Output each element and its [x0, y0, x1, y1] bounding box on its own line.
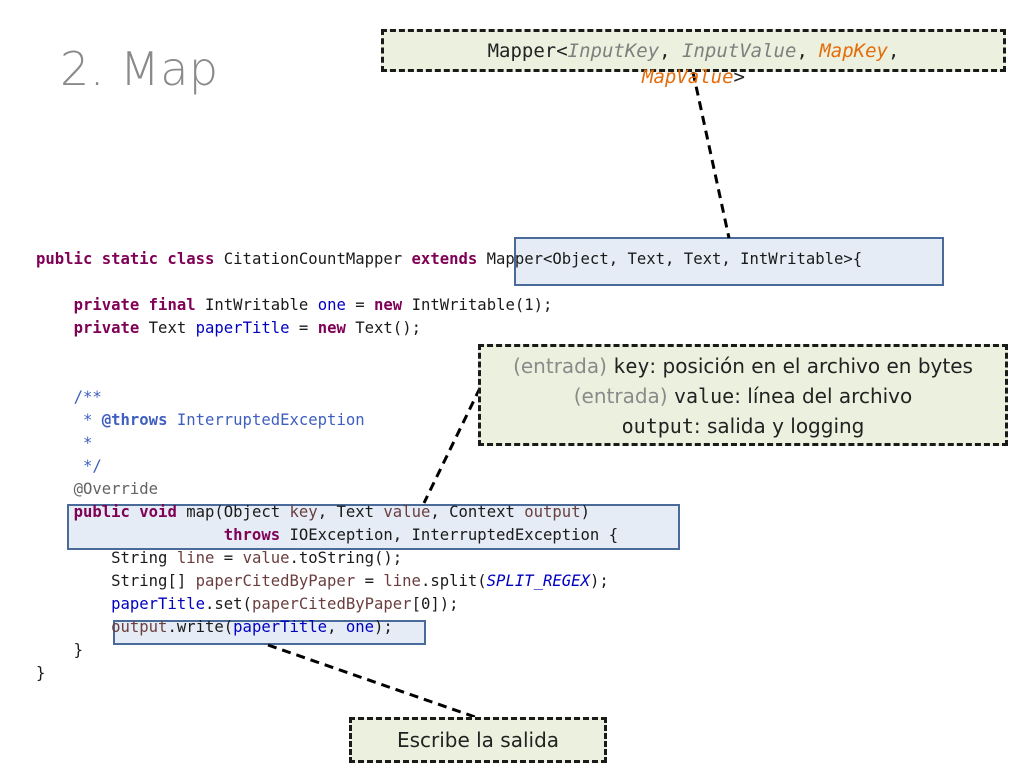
map-signature-highlight [67, 504, 680, 550]
code-line-write: output.write(paperTitle, one); [111, 618, 393, 636]
connector-params [422, 387, 482, 504]
close-brace-class: } [36, 664, 46, 682]
code-line-split: String[] paperCitedByPaper = line.split(… [111, 572, 609, 590]
connector-output [267, 643, 479, 720]
code-line-tostring: String line = value.toString(); [111, 549, 403, 567]
close-brace-method: } [73, 641, 83, 659]
code-line-set: paperTitle.set(paperCitedByPaper[0]); [111, 595, 459, 613]
write-output-callout: Escribe la salida [349, 717, 607, 763]
code-line-class: public static class CitationCountMapper … [36, 250, 863, 268]
javadoc-close: */ [73, 457, 102, 475]
mapper-generic-callout: Mapper<InputKey, InputValue, MapKey,MapV… [381, 29, 1006, 88]
code-line-one: private final IntWritable one = new IntW… [73, 296, 553, 314]
connector-signature [691, 71, 731, 239]
param-key-line: (entrada) key: posición en el archivo en… [513, 354, 973, 378]
code-line-papertitle: private Text paperTitle = new Text(); [73, 319, 421, 337]
code-line-map-signature: public void map(Object key, Text value, … [73, 503, 590, 521]
javadoc-blank: * [73, 434, 93, 452]
slide-title: 2. Map [60, 42, 219, 96]
mapper-type-highlight [514, 237, 944, 286]
param-value-line: (entrada) value: línea del archivo [573, 384, 913, 408]
override-annotation: @Override [73, 480, 159, 498]
mapper-type-text: Mapper<Object, Text, Text, IntWritable>{ [486, 250, 863, 268]
map-params-callout: (entrada) key: posición en el archivo en… [478, 344, 1008, 446]
param-output-line: output: salida y logging [621, 414, 865, 438]
code-line-throws: throws IOException, InterruptedException… [223, 526, 619, 544]
javadoc-open: /** [73, 388, 102, 406]
code-listing: public static class CitationCountMapper … [36, 248, 862, 685]
javadoc-throws: * @throws InterruptedException [73, 411, 365, 429]
